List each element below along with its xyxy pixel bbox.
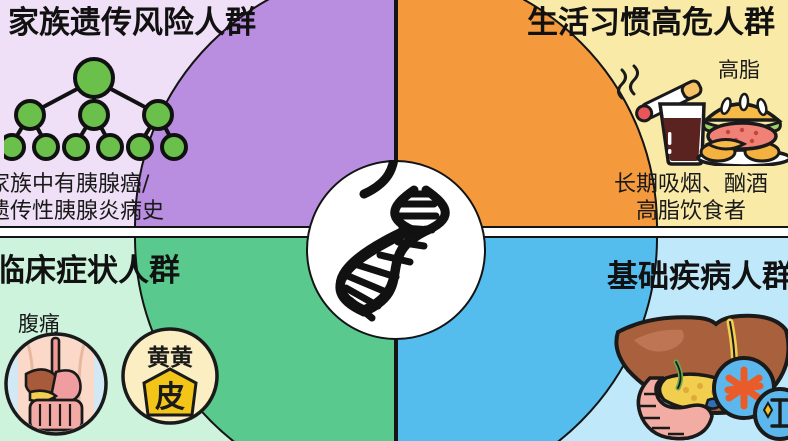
label-abdominal-pain: 腹痛 xyxy=(18,312,60,336)
label-high-fat: 高脂 xyxy=(718,58,760,82)
body-line-1: 长期吸烟、酗酒 xyxy=(614,172,769,197)
quadrant-family-genetic-risk[interactable] xyxy=(0,0,396,228)
family-tree-icon xyxy=(4,57,188,161)
quadrant-body-family-genetic-risk: 家族中有胰腺癌/ 遗传性胰腺炎病史 xyxy=(0,172,164,226)
digestive-system-icon xyxy=(4,332,108,436)
center-circle xyxy=(306,160,486,340)
quadrant-title-underlying-disease: 基础疾病人群 xyxy=(607,259,788,295)
liver-pancreas-icon xyxy=(614,313,788,441)
body-line-2: 遗传性胰腺炎病史 xyxy=(0,198,165,224)
quadrant-title-clinical-symptoms: 临床症状人群 xyxy=(0,253,180,289)
quadrant-body-lifestyle-high-risk: 长期吸烟、酗酒 高脂饮食者 xyxy=(614,172,768,226)
quadrant-title-lifestyle-high-risk: 生活习惯高危人群 xyxy=(527,5,775,41)
jaundice-char-text: 皮 xyxy=(155,380,185,415)
jaundice-icon: 黄黄 皮 xyxy=(121,327,219,425)
jaundice-top-text: 黄黄 xyxy=(147,345,193,371)
quadrant-title-family-genetic-risk: 家族遗传风险人群 xyxy=(8,5,256,41)
body-line-2: 高脂饮食者 xyxy=(636,198,747,224)
body-line-1: 家族中有胰腺癌/ xyxy=(0,172,150,197)
dna-helix-icon xyxy=(335,160,450,322)
smoking-drinking-fatty-food-icon xyxy=(617,64,788,166)
